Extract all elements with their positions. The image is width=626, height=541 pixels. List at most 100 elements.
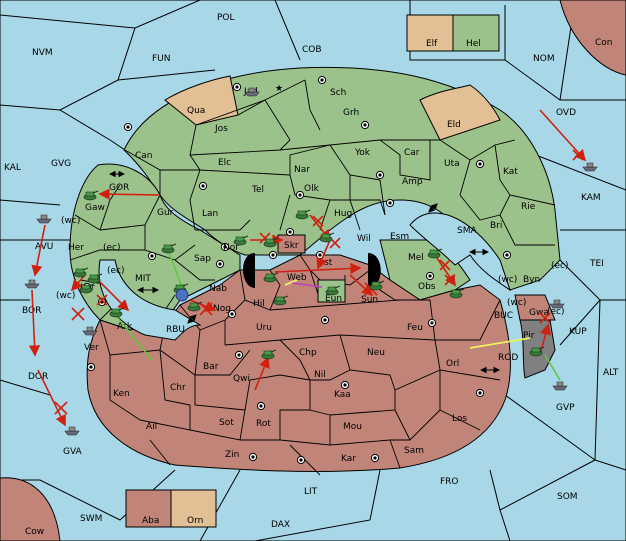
label-gvg: GVG: [51, 159, 71, 169]
legend-orn-box: [170, 489, 217, 528]
label-kam: KAM: [581, 193, 601, 203]
coast-wc-kor: (wc): [56, 291, 75, 301]
coast-ec-gwa: (ec): [547, 307, 565, 317]
label-gvp: GVP: [556, 403, 575, 413]
label-uta: Uta: [444, 159, 460, 169]
legend-elf-label: Elf: [426, 39, 438, 49]
label-can: Can: [135, 151, 153, 161]
label-som: SOM: [557, 492, 578, 502]
label-fro: FRO: [440, 477, 459, 487]
coast-ec-kor: (ec): [107, 266, 125, 276]
label-bri: Bri: [490, 221, 502, 231]
label-tel: Tel: [251, 185, 264, 195]
label-cow: Cow: [25, 527, 44, 537]
label-sun: Sun: [361, 295, 378, 305]
legend-elf-box: [406, 14, 454, 52]
label-gur: Gur: [157, 208, 174, 218]
label-kar: Kar: [341, 454, 356, 464]
label-nar: Nar: [294, 165, 310, 175]
label-cob: COB: [302, 45, 322, 55]
coast-wc-her: (wc): [61, 216, 80, 226]
label-grh: Grh: [343, 108, 359, 118]
label-dor: DOR: [28, 372, 48, 382]
label-sch: Sch: [330, 88, 346, 98]
label-nvm: NVM: [32, 48, 53, 58]
label-pol: POL: [217, 13, 235, 23]
sea-mit-water: [98, 259, 202, 341]
label-fun: FUN: [152, 54, 171, 64]
legend-aba-label: Aba: [142, 516, 159, 526]
label-con: Con: [595, 38, 613, 48]
label-sam: Sam: [404, 446, 424, 456]
label-rot: Rot: [256, 419, 271, 429]
units: [24, 87, 598, 436]
orders: [28, 109, 587, 427]
label-mou: Mou: [343, 422, 362, 432]
province-eld-fill[interactable]: [419, 84, 501, 141]
label-sot: Sot: [219, 418, 234, 428]
label-web: Web: [287, 273, 307, 283]
label-swm: SWM: [80, 514, 102, 524]
label-car: Car: [404, 148, 420, 158]
label-dax: DAX: [271, 520, 290, 530]
impassable-east: [368, 253, 381, 288]
label-amp: Amp: [402, 177, 423, 187]
label-nom: NOM: [533, 54, 555, 64]
label-nil: Nil: [314, 370, 326, 380]
label-kaa: Kaa: [334, 390, 351, 400]
sea-labels: POL NVM FUN COB NOM Con KAL GVG OVD GOR …: [4, 13, 619, 537]
label-hug: Hug: [334, 209, 352, 219]
legend-hel-label: Hel: [466, 39, 481, 49]
label-gaw: Gaw: [85, 203, 105, 213]
label-jos: Jos: [214, 124, 228, 134]
label-chr: Chr: [170, 383, 186, 393]
label-rod: ROD: [498, 353, 518, 363]
label-mit: MIT: [135, 274, 151, 284]
label-eun: Eun: [325, 294, 342, 304]
label-her: Her: [68, 243, 84, 253]
globe-icon: [175, 288, 189, 302]
label-neu: Neu: [367, 348, 385, 358]
coast-ec-byn: (ec): [551, 261, 569, 271]
label-elc: Elc: [218, 158, 231, 168]
label-nor: Nor: [223, 243, 239, 253]
label-uru: Uru: [256, 323, 272, 333]
legend-aba-box: [125, 489, 172, 528]
coast-ec-her: (ec): [103, 243, 121, 253]
label-gwa: Gwa: [529, 308, 549, 318]
label-ken: Ken: [113, 389, 130, 399]
province-qua-fill[interactable]: [164, 75, 239, 126]
label-avu: AVU: [35, 242, 53, 252]
strait-arrows: [108, 170, 501, 374]
label-nab: Nab: [209, 284, 227, 294]
label-rie: Rie: [521, 202, 536, 212]
label-kal: KAL: [4, 163, 21, 173]
label-los: Los: [452, 414, 467, 424]
label-buc: BUC: [494, 311, 513, 321]
label-qwi: Qwi: [233, 374, 250, 384]
label-qua: Qua: [187, 106, 205, 116]
label-bar: Bar: [203, 362, 219, 372]
label-alt: ALT: [603, 368, 619, 378]
legend-hel-box: [452, 14, 500, 52]
label-ovd: OVD: [556, 108, 576, 118]
label-yok: Yok: [354, 148, 371, 158]
label-sma: SMA: [457, 226, 477, 236]
star-icon: ★: [275, 84, 283, 94]
label-ver: Ver: [84, 343, 99, 353]
province-gwa-fill[interactable]: [514, 294, 556, 321]
label-rbu: RBU: [166, 325, 185, 335]
label-gva: GVA: [63, 447, 83, 457]
label-hil: Hil: [253, 299, 265, 309]
label-esm: Esm: [390, 232, 409, 242]
label-tei: TEI: [589, 259, 604, 269]
label-kup: KUP: [569, 327, 587, 337]
label-kat: Kat: [503, 167, 518, 177]
label-gor: GOR: [109, 183, 129, 193]
legend-orn-label: Orn: [187, 516, 203, 526]
coast-tags: (wc) (ec) (ec) (wc) (wc) (ec) (wc) (ec): [56, 216, 569, 317]
province-labels: Jad Sch Qua Jos Grh Eld Can Elc Yok Car …: [68, 87, 549, 464]
label-chp: Chp: [299, 348, 317, 358]
label-orl: Orl: [446, 359, 459, 369]
